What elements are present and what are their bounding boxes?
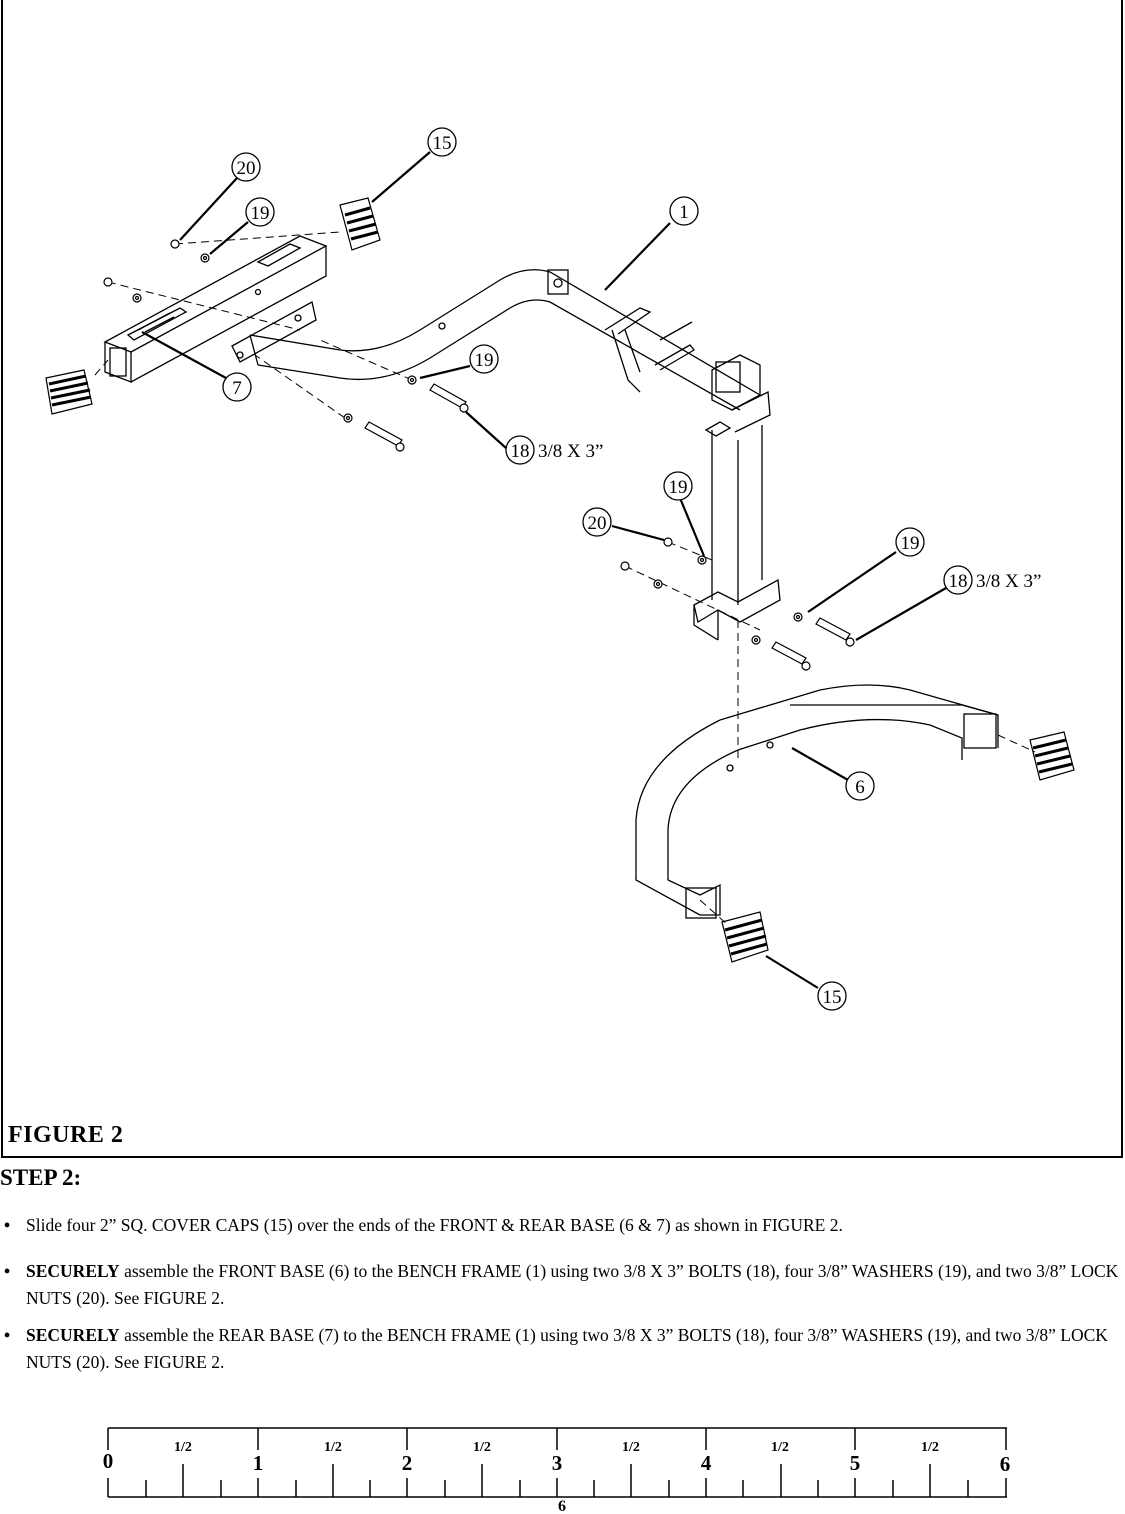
- bullet-dot: •: [4, 1325, 11, 1345]
- bullet-emphasis: SECURELY: [26, 1325, 120, 1345]
- cover-cap-top: [339, 197, 381, 251]
- callout-18-right: 18: [949, 571, 968, 592]
- page-number: 6: [558, 1498, 566, 1514]
- callout-15-top: 15: [433, 133, 452, 154]
- ruler-half-mark: 1/2: [473, 1440, 491, 1455]
- callout-1: 1: [679, 202, 689, 223]
- instruction-bullet-2: • SECURELY assemble the FRONT BASE (6) t…: [4, 1258, 1119, 1312]
- callout-19-right-b: 19: [901, 533, 920, 554]
- rear-base-tube: [103, 235, 328, 383]
- callout-19-mid: 19: [475, 350, 494, 371]
- figure-label: FIGURE 2: [8, 1122, 124, 1148]
- ruler-half-mark: 1/2: [174, 1440, 192, 1455]
- callout-18-left: 18: [511, 441, 530, 462]
- callout-20-top: 20: [237, 158, 256, 179]
- bullet-text: assemble the REAR BASE (7) to the BENCH …: [26, 1325, 1108, 1372]
- callout-15-bottom: 15: [823, 987, 842, 1008]
- ruler-inch-2: 2: [402, 1451, 413, 1475]
- callout-7: 7: [232, 378, 242, 399]
- bolt-size-label-left: 3/8 X 3”: [538, 441, 603, 462]
- callout-19-right-a: 19: [669, 477, 688, 498]
- ruler-inch-3: 3: [552, 1451, 563, 1475]
- ruler-inch-0: 0: [103, 1449, 114, 1473]
- cover-cap-right: [1029, 731, 1075, 781]
- measurement-ruler: 1/2 1/2 1/2 1/2 1/2 1/2 0 1 2 3 4 5 6 6: [103, 1427, 1011, 1514]
- ruler-half-mark: 1/2: [921, 1440, 939, 1455]
- instruction-bullet-1: • Slide four 2” SQ. COVER CAPS (15) over…: [4, 1212, 1119, 1239]
- cover-cap-rear-left: [45, 369, 93, 415]
- bench-frame-tube: [249, 269, 761, 411]
- bullet-dot: •: [4, 1261, 11, 1281]
- bullet-text: Slide four 2” SQ. COVER CAPS (15) over t…: [26, 1215, 843, 1235]
- ruler-inch-1: 1: [253, 1451, 264, 1475]
- bolt-size-label-right: 3/8 X 3”: [976, 571, 1041, 592]
- bullet-text: assemble the FRONT BASE (6) to the BENCH…: [26, 1261, 1119, 1308]
- ruler-inch-5: 5: [850, 1451, 861, 1475]
- instruction-bullet-3: • SECURELY assemble the REAR BASE (7) to…: [4, 1322, 1119, 1376]
- callout-19-top: 19: [251, 203, 270, 224]
- cover-cap-bottom: [721, 911, 769, 963]
- ruler-half-mark: 1/2: [622, 1440, 640, 1455]
- step-title: STEP 2:: [0, 1165, 82, 1190]
- bullet-dot: •: [4, 1215, 11, 1235]
- figure-frame: [1, 0, 1123, 1158]
- bullet-emphasis: SECURELY: [26, 1261, 120, 1281]
- ruler-inch-4: 4: [701, 1451, 712, 1475]
- ruler-half-mark: 1/2: [771, 1440, 789, 1455]
- callout-20-right: 20: [588, 513, 607, 534]
- ruler-half-mark: 1/2: [324, 1440, 342, 1455]
- callout-6: 6: [855, 777, 865, 798]
- front-base-tube: [635, 684, 999, 919]
- ruler-inch-6: 6: [1000, 1452, 1011, 1476]
- assembly-diagram: 15 20 19 1 7 19 18 19 20 19 18 6 15 3/8 …: [45, 127, 1075, 1011]
